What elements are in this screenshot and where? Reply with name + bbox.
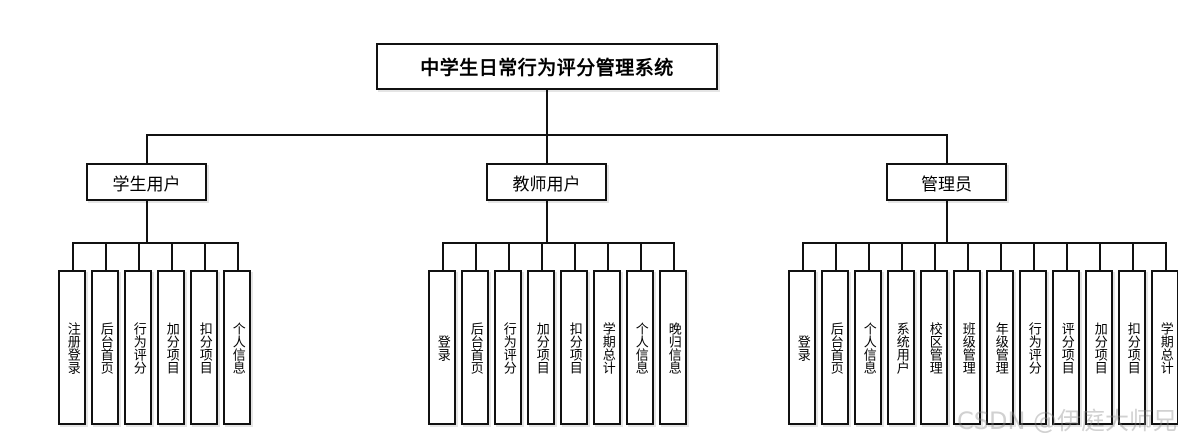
node-leaf-label: 扣分项目 [1124, 321, 1140, 374]
node-leaf-label: 学期总计 [1157, 321, 1173, 374]
connector-teacher-leaf-drop-7 [673, 242, 675, 270]
connector-teacher-leaf-drop-0 [442, 242, 444, 270]
connector-admin-leaf-drop-9 [1099, 242, 1101, 270]
node-branch-admin-label: 管理员 [921, 174, 972, 195]
node-leaf-label: 行为评分 [130, 321, 146, 374]
connector-admin-stem [946, 201, 948, 242]
connector-admin-leaf-drop-0 [802, 242, 804, 270]
node-leaf-label: 评分项目 [1058, 321, 1074, 374]
node-leaf-label: 年级管理 [992, 321, 1008, 374]
node-leaf-admin-5[interactable]: 班级管理 [953, 270, 981, 425]
connector-admin-leaf-drop-5 [967, 242, 969, 270]
node-leaf-teacher-6[interactable]: 个人信息 [626, 270, 654, 425]
node-branch-student-label: 学生用户 [112, 174, 181, 195]
connector-teacher-leaf-drop-5 [607, 242, 609, 270]
node-leaf-label: 行为评分 [500, 321, 516, 374]
connector-admin-leaf-drop-2 [868, 242, 870, 270]
node-branch-teacher-label: 教师用户 [512, 174, 581, 195]
node-leaf-teacher-7[interactable]: 晚归信息 [659, 270, 687, 425]
node-leaf-admin-3[interactable]: 系统用户 [887, 270, 915, 425]
node-leaf-label: 后台首页 [827, 321, 843, 374]
connector-root-stem [546, 90, 548, 134]
connector-student-leaf-drop-2 [138, 242, 140, 270]
node-leaf-admin-4[interactable]: 校区管理 [920, 270, 948, 425]
connector-admin-leaf-drop-10 [1132, 242, 1134, 270]
node-leaf-label: 加分项目 [1091, 321, 1107, 374]
connector-student-bus [72, 242, 237, 244]
node-leaf-admin-8[interactable]: 评分项目 [1052, 270, 1080, 425]
node-leaf-label: 扣分项目 [196, 321, 212, 374]
node-leaf-student-3[interactable]: 加分项目 [157, 270, 185, 425]
node-leaf-admin-1[interactable]: 后台首页 [821, 270, 849, 425]
node-leaf-admin-6[interactable]: 年级管理 [986, 270, 1014, 425]
node-leaf-label: 晚归信息 [665, 321, 681, 374]
node-leaf-teacher-1[interactable]: 后台首页 [461, 270, 489, 425]
connector-student-leaf-drop-0 [72, 242, 74, 270]
node-root-label: 中学生日常行为评分管理系统 [420, 57, 674, 79]
node-leaf-teacher-0[interactable]: 登录 [428, 270, 456, 425]
node-leaf-label: 个人信息 [632, 321, 648, 374]
connector-student-leaf-drop-3 [171, 242, 173, 270]
connector-student-leaf-drop-1 [105, 242, 107, 270]
node-leaf-label: 加分项目 [533, 321, 549, 374]
node-leaf-student-2[interactable]: 行为评分 [124, 270, 152, 425]
node-leaf-admin-7[interactable]: 行为评分 [1019, 270, 1047, 425]
node-leaf-admin-0[interactable]: 登录 [788, 270, 816, 425]
node-leaf-label: 班级管理 [959, 321, 975, 374]
connector-admin-leaf-drop-3 [901, 242, 903, 270]
node-leaf-label: 个人信息 [229, 321, 245, 374]
node-leaf-label: 注册登录 [64, 321, 80, 374]
node-root[interactable]: 中学生日常行为评分管理系统 [376, 43, 718, 90]
connector-admin-bus [802, 242, 1165, 244]
node-leaf-student-0[interactable]: 注册登录 [58, 270, 86, 425]
node-leaf-teacher-2[interactable]: 行为评分 [494, 270, 522, 425]
node-leaf-label: 后台首页 [97, 321, 113, 374]
connector-student-stem [146, 201, 148, 242]
node-leaf-label: 登录 [794, 334, 810, 361]
connector-teacher-bus [442, 242, 673, 244]
node-leaf-label: 校区管理 [926, 321, 942, 374]
node-leaf-label: 扣分项目 [566, 321, 582, 374]
connector-drop-admin [946, 134, 948, 163]
connector-teacher-stem [546, 201, 548, 242]
connector-admin-leaf-drop-8 [1066, 242, 1068, 270]
node-leaf-label: 系统用户 [893, 321, 909, 374]
connector-drop-student [146, 134, 148, 163]
connector-teacher-leaf-drop-4 [574, 242, 576, 270]
connector-admin-leaf-drop-6 [1000, 242, 1002, 270]
connector-student-leaf-drop-5 [237, 242, 239, 270]
node-leaf-teacher-4[interactable]: 扣分项目 [560, 270, 588, 425]
connector-teacher-leaf-drop-6 [640, 242, 642, 270]
node-leaf-label: 行为评分 [1025, 321, 1041, 374]
node-leaf-admin-2[interactable]: 个人信息 [854, 270, 882, 425]
node-leaf-label: 加分项目 [163, 321, 179, 374]
node-leaf-label: 学期总计 [599, 321, 615, 374]
node-branch-student[interactable]: 学生用户 [86, 163, 207, 201]
connector-teacher-leaf-drop-1 [475, 242, 477, 270]
connector-admin-leaf-drop-4 [934, 242, 936, 270]
node-leaf-student-4[interactable]: 扣分项目 [190, 270, 218, 425]
connector-admin-leaf-drop-1 [835, 242, 837, 270]
node-leaf-label: 登录 [434, 334, 450, 361]
node-leaf-label: 后台首页 [467, 321, 483, 374]
connector-drop-teacher [546, 134, 548, 163]
connector-student-leaf-drop-4 [204, 242, 206, 270]
node-leaf-teacher-5[interactable]: 学期总计 [593, 270, 621, 425]
connector-teacher-leaf-drop-2 [508, 242, 510, 270]
connector-admin-leaf-drop-11 [1165, 242, 1167, 270]
connector-teacher-leaf-drop-3 [541, 242, 543, 270]
connector-admin-leaf-drop-7 [1033, 242, 1035, 270]
node-leaf-admin-11[interactable]: 学期总计 [1151, 270, 1178, 425]
node-leaf-label: 个人信息 [860, 321, 876, 374]
node-leaf-student-5[interactable]: 个人信息 [223, 270, 251, 425]
node-leaf-admin-9[interactable]: 加分项目 [1085, 270, 1113, 425]
node-branch-teacher[interactable]: 教师用户 [486, 163, 607, 201]
node-leaf-student-1[interactable]: 后台首页 [91, 270, 119, 425]
node-leaf-teacher-3[interactable]: 加分项目 [527, 270, 555, 425]
node-leaf-admin-10[interactable]: 扣分项目 [1118, 270, 1146, 425]
node-branch-admin[interactable]: 管理员 [886, 163, 1007, 201]
